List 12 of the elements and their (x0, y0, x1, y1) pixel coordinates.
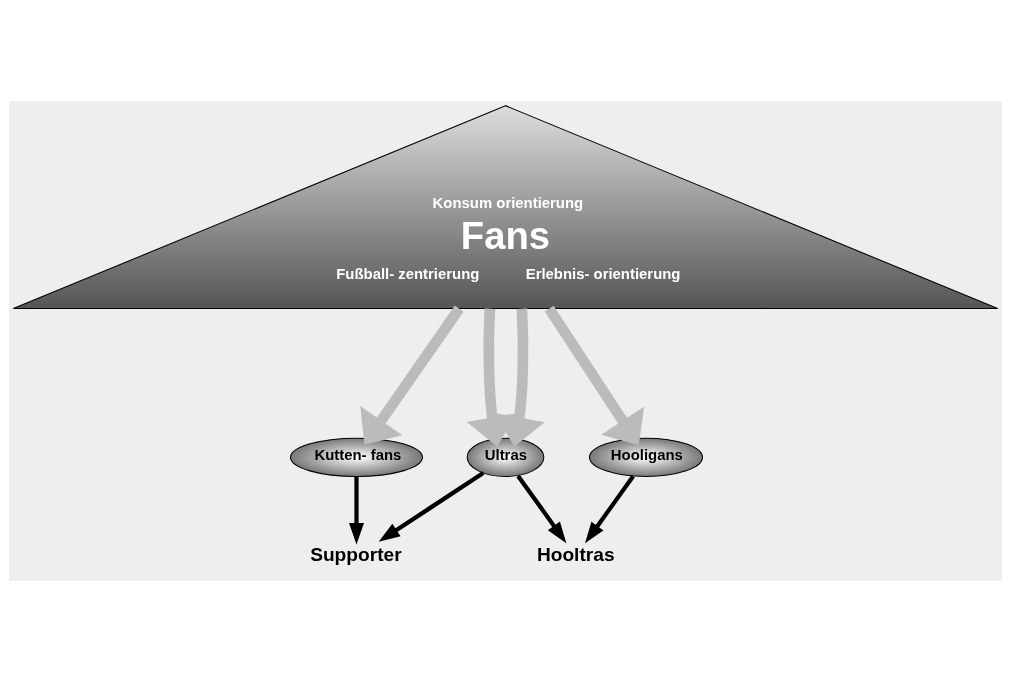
arrow (466, 308, 517, 447)
node-text: Supporter (309, 543, 402, 565)
node-ellipse: Ultras (466, 437, 544, 477)
arrow (515, 474, 566, 544)
node-ellipse: Hooligans (588, 437, 703, 477)
arrow (359, 305, 464, 445)
node-ellipse: Kutten- fans (289, 437, 423, 477)
node-text: Hooltras (536, 543, 615, 565)
arrow (584, 475, 635, 544)
arrow (378, 471, 484, 542)
arrow (348, 476, 364, 545)
arrow (544, 305, 644, 446)
